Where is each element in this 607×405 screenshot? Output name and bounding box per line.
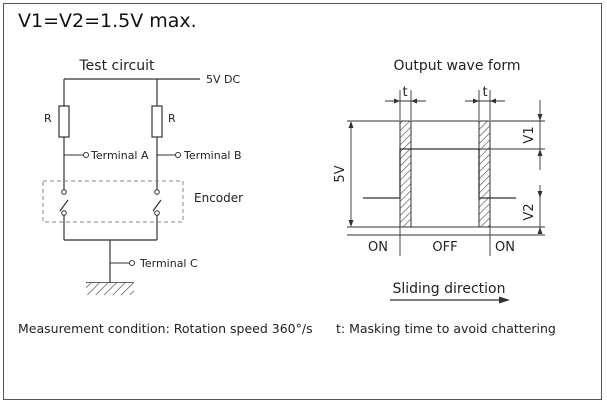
v2-label: V2 xyxy=(522,203,537,220)
left-switch-blade xyxy=(59,199,69,212)
masking-zone-right xyxy=(478,120,491,228)
ground-symbol xyxy=(86,283,134,295)
left-switch-contact-bottom xyxy=(61,210,67,216)
left-switch-contact-top xyxy=(61,189,67,195)
t-left-label: t xyxy=(402,85,407,100)
terminal-c-node xyxy=(129,260,135,266)
supply-label: 5V DC xyxy=(206,73,240,86)
right-resistor-label: R xyxy=(168,112,176,125)
right-switch-blade xyxy=(152,199,162,212)
sliding-direction-label: Sliding direction xyxy=(392,281,505,297)
right-resistor xyxy=(151,105,163,138)
state-on-right: ON xyxy=(495,240,515,255)
encoder-label: Encoder xyxy=(194,191,243,205)
terminal-c-label: Terminal C xyxy=(139,257,198,270)
masking-time-note: t: Masking time to avoid chattering xyxy=(336,321,556,336)
frame-border xyxy=(3,3,602,400)
terminal-b-label: Terminal B xyxy=(183,149,242,162)
masking-zone-left xyxy=(399,120,412,228)
waveform-trace xyxy=(363,148,516,199)
t-right-label: t xyxy=(482,85,487,100)
waveform-heading: Output wave form xyxy=(393,58,520,74)
encoder-box xyxy=(42,180,184,223)
v1-label: V1 xyxy=(522,126,537,143)
amplitude-label: 5V xyxy=(333,165,348,182)
measurement-condition-note: Measurement condition: Rotation speed 36… xyxy=(18,321,313,336)
test-circuit: Test circuit 5V DC R Terminal A R xyxy=(42,58,243,295)
right-switch-contact-bottom xyxy=(154,210,160,216)
state-off: OFF xyxy=(432,240,457,255)
left-resistor xyxy=(58,105,70,138)
terminal-a-label: Terminal A xyxy=(90,149,149,162)
test-circuit-heading: Test circuit xyxy=(78,58,155,74)
left-resistor-label: R xyxy=(44,112,52,125)
sliding-direction-arrow-icon xyxy=(499,296,510,304)
output-waveform: Output wave form t t 5 xyxy=(333,58,545,304)
state-on-left: ON xyxy=(368,240,388,255)
spec-title: V1=V2=1.5V max. xyxy=(18,10,197,32)
t-right-arrows xyxy=(473,98,496,104)
terminal-b-node xyxy=(175,152,181,158)
t-left-arrows xyxy=(394,98,417,104)
terminal-a-node xyxy=(83,152,89,158)
right-switch-contact-top xyxy=(154,189,160,195)
